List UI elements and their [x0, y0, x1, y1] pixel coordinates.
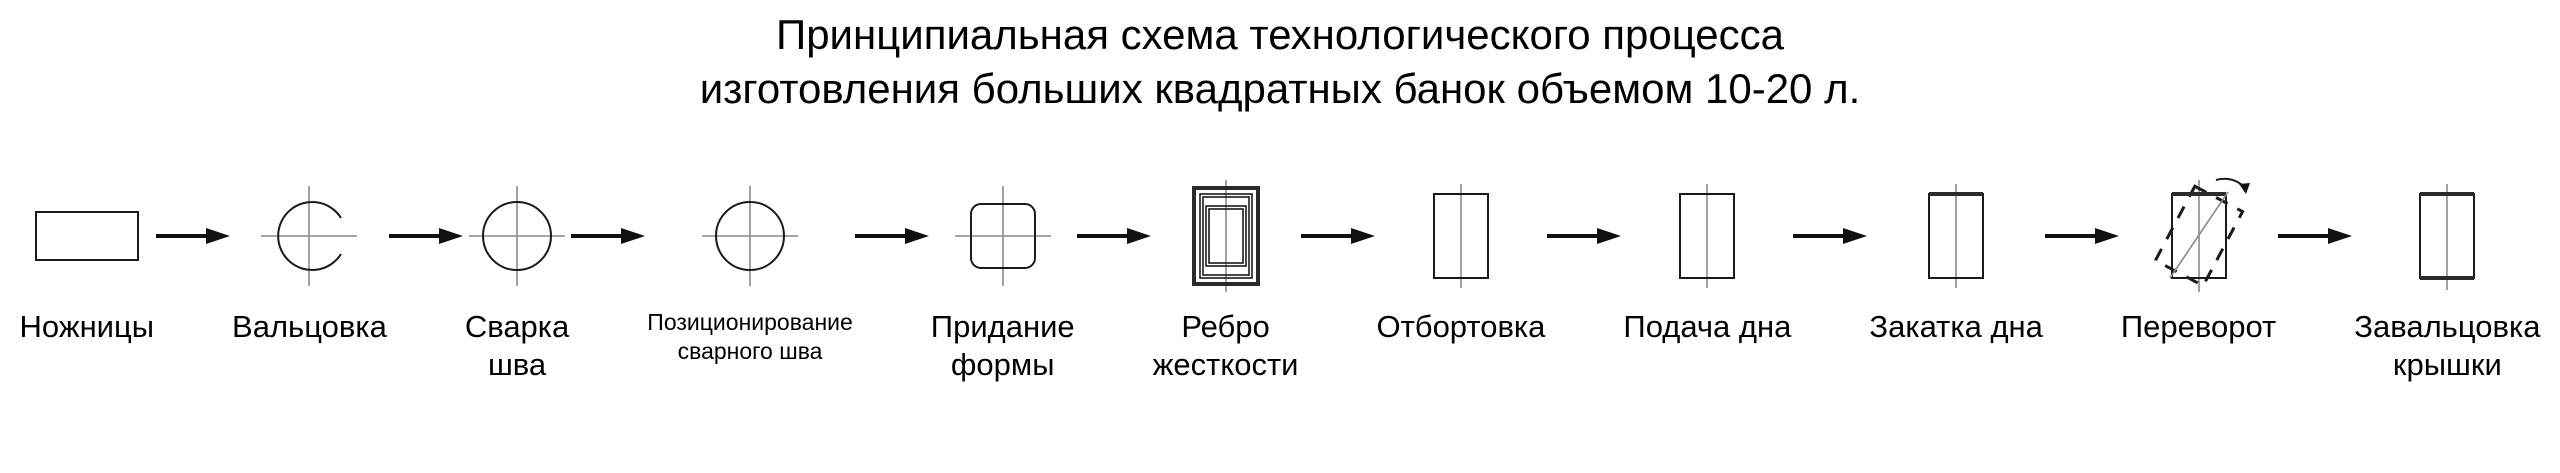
- process-step-label: Сварка шва: [464, 309, 570, 382]
- nested-frame-rib-icon: [1184, 172, 1268, 300]
- process-step-zakatka-dna[interactable]: Закатка дна: [1869, 172, 2043, 346]
- process-step-row: Ножницы Вальцовка Сварка шва Позициониро…: [0, 172, 2560, 472]
- process-step-label: Придание формы: [930, 309, 1075, 382]
- flat-sheet-rectangle-icon: [32, 172, 142, 300]
- title-line-2: изготовления больших квадратных банок об…: [699, 65, 1861, 112]
- title-line-1: Принципиальная схема технологического пр…: [776, 11, 1784, 58]
- process-step-label: Позиционирование сварного шва: [647, 309, 853, 364]
- process-step-perevorot[interactable]: Переворот: [2121, 172, 2276, 346]
- process-step-label: Подача дна: [1623, 309, 1792, 344]
- process-step-label: Ребро жесткости: [1152, 309, 1299, 382]
- closed-circle-position-icon: [702, 172, 799, 300]
- right-arrow-icon: [1791, 172, 1869, 300]
- right-arrow-icon: [154, 172, 232, 300]
- closed-circle-weld-icon: [469, 172, 566, 300]
- process-step-label: Переворот: [2120, 309, 2277, 344]
- process-step-otbortovka[interactable]: Отбортовка: [1376, 172, 1546, 346]
- right-arrow-icon: [569, 172, 647, 300]
- process-step-svarka-shva[interactable]: Сварка шва: [465, 172, 569, 384]
- rounded-square-forming-icon: [954, 172, 1051, 300]
- vertical-can-icon: [1422, 172, 1500, 300]
- process-step-rebro-zhestkosti[interactable]: Ребро жесткости: [1153, 172, 1299, 384]
- process-step-label: Вальцовка: [232, 309, 387, 344]
- right-arrow-icon: [1299, 172, 1377, 300]
- diagram-title: Принципиальная схема технологического пр…: [0, 8, 2560, 116]
- vertical-can-lid-seamed-icon: [2408, 172, 2486, 300]
- process-step-label: Отбортовка: [1376, 309, 1546, 344]
- right-arrow-icon: [853, 172, 931, 300]
- vertical-can-icon: [1668, 172, 1746, 300]
- right-arrow-icon: [387, 172, 465, 300]
- process-step-nozhnicy[interactable]: Ножницы: [19, 172, 155, 346]
- vertical-can-seamed-bottom-icon: [1917, 172, 1995, 300]
- right-arrow-icon: [1545, 172, 1623, 300]
- right-arrow-icon: [1075, 172, 1153, 300]
- right-arrow-icon: [2276, 172, 2354, 300]
- process-step-label: Завальцовка крышки: [2354, 309, 2541, 382]
- process-step-label: Ножницы: [19, 309, 155, 344]
- process-step-zavalcovka-kryshki[interactable]: Завальцовка крышки: [2354, 172, 2540, 384]
- process-step-label: Закатка дна: [1869, 309, 2043, 344]
- rotate-flip-icon: [2144, 172, 2254, 300]
- process-step-pridanie-formy[interactable]: Придание формы: [931, 172, 1075, 384]
- right-arrow-icon: [2043, 172, 2121, 300]
- process-step-podacha-dna[interactable]: Подача дна: [1623, 172, 1791, 346]
- open-circle-roll-icon: [261, 172, 358, 300]
- process-step-valcovka[interactable]: Вальцовка: [232, 172, 387, 346]
- process-step-pozicionirovanie[interactable]: Позиционирование сварного шва: [647, 172, 853, 366]
